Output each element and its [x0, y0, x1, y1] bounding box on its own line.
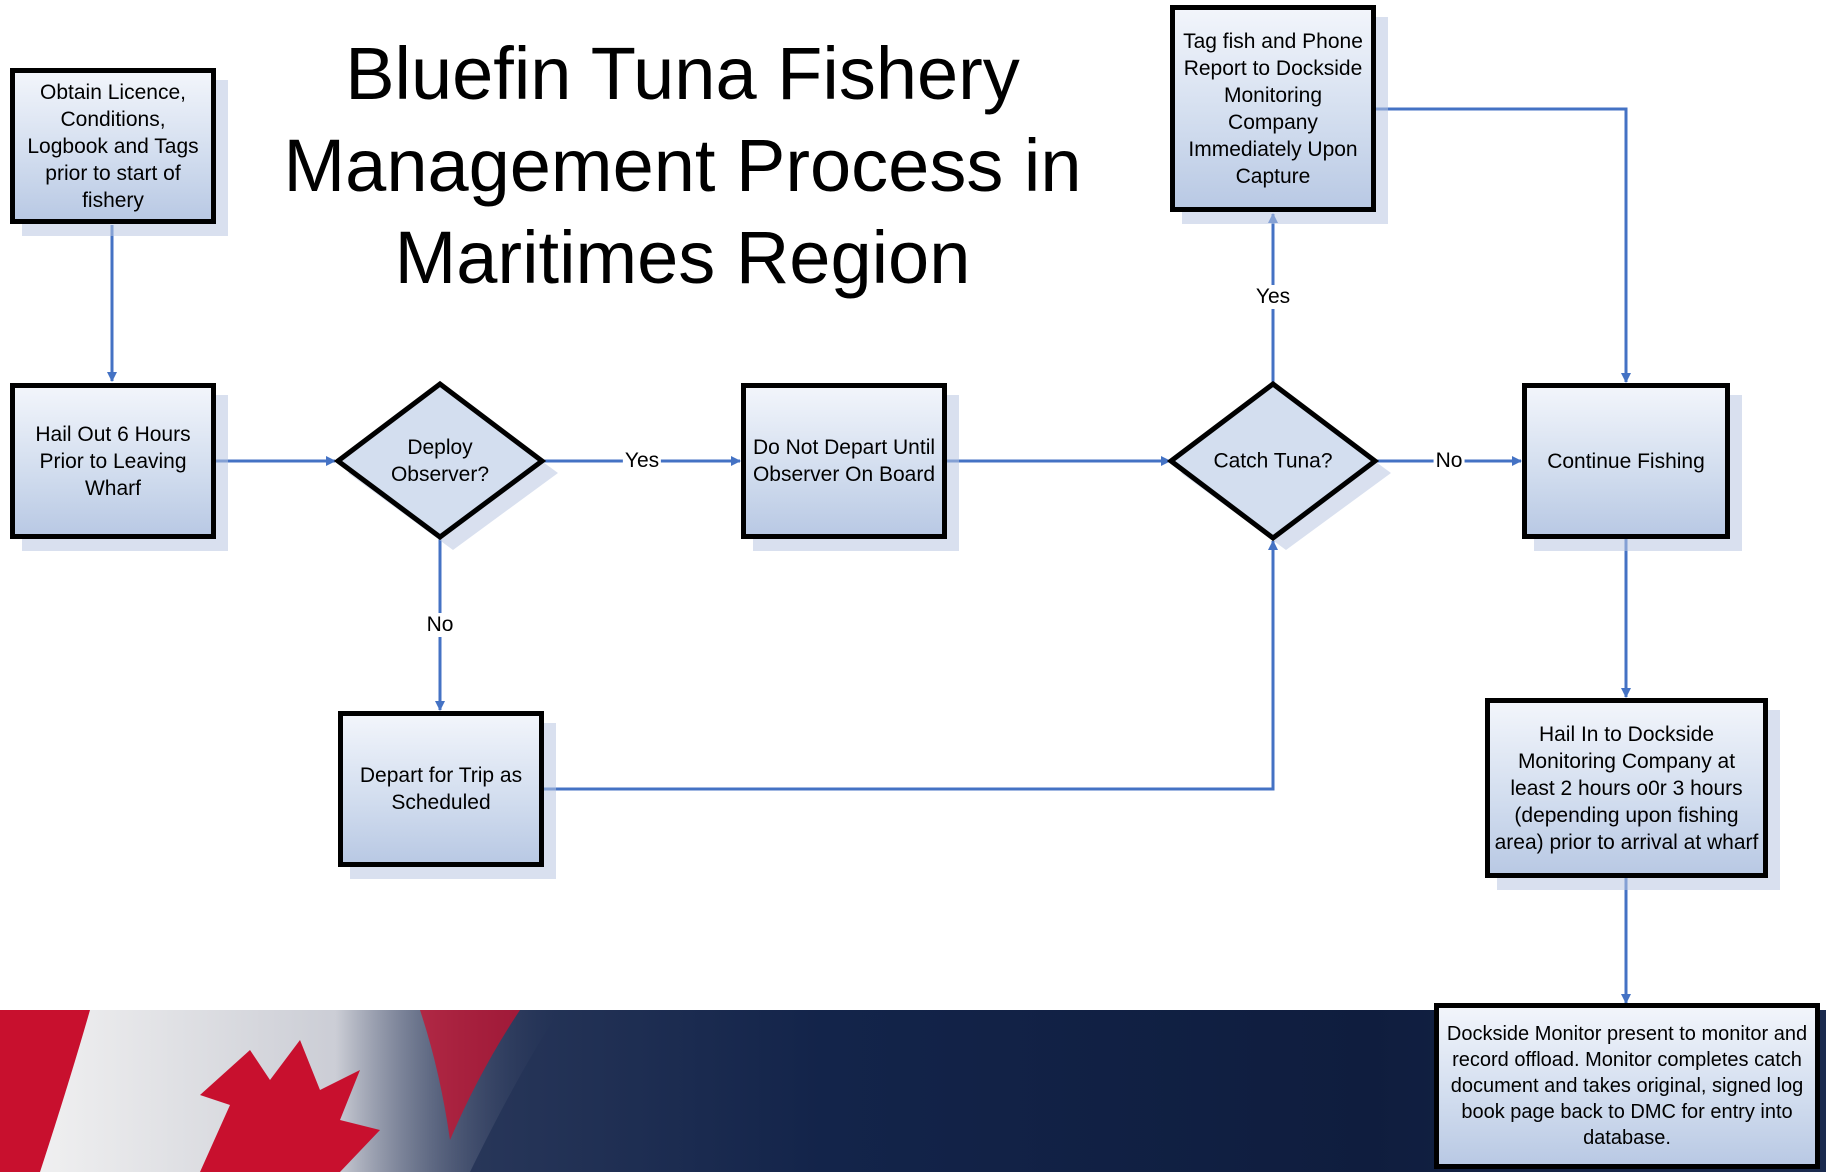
edge-label-deploy-no: No [424, 613, 456, 637]
deploy-observer-diamond [333, 380, 547, 541]
node-continue-fishing: Continue Fishing [1522, 383, 1730, 539]
edge-label-catch-yes: Yes [1253, 285, 1293, 309]
edge-label-catch-no: No [1433, 449, 1465, 473]
canada-flag-image [0, 1010, 560, 1172]
node-dockside-monitor: Dockside Monitor present to monitor and … [1434, 1003, 1820, 1169]
edge-label-deploy-yes: Yes [622, 449, 662, 473]
node-do-not-depart: Do Not Depart Until Observer On Board [741, 383, 947, 539]
node-hail-in: Hail In to Dockside Monitoring Company a… [1485, 698, 1768, 878]
node-depart-trip: Depart for Trip as Scheduled [338, 711, 544, 867]
catch-tuna-diamond [1166, 380, 1380, 542]
node-tag-fish: Tag fish and Phone Report to Dockside Mo… [1170, 5, 1376, 212]
node-obtain-licence: Obtain Licence, Conditions, Logbook and … [10, 68, 216, 224]
deploy-observer-label: Deploy Observer? [390, 436, 490, 486]
edge-tag-to-continue [1375, 107, 1631, 383]
node-hail-out: Hail Out 6 Hours Prior to Leaving Wharf [10, 383, 216, 539]
catch-tuna-label: Catch Tuna? [1213, 449, 1333, 473]
page-title: Bluefin Tuna Fishery Management Process … [283, 32, 1082, 299]
edge-depart-to-catch [542, 540, 1278, 791]
